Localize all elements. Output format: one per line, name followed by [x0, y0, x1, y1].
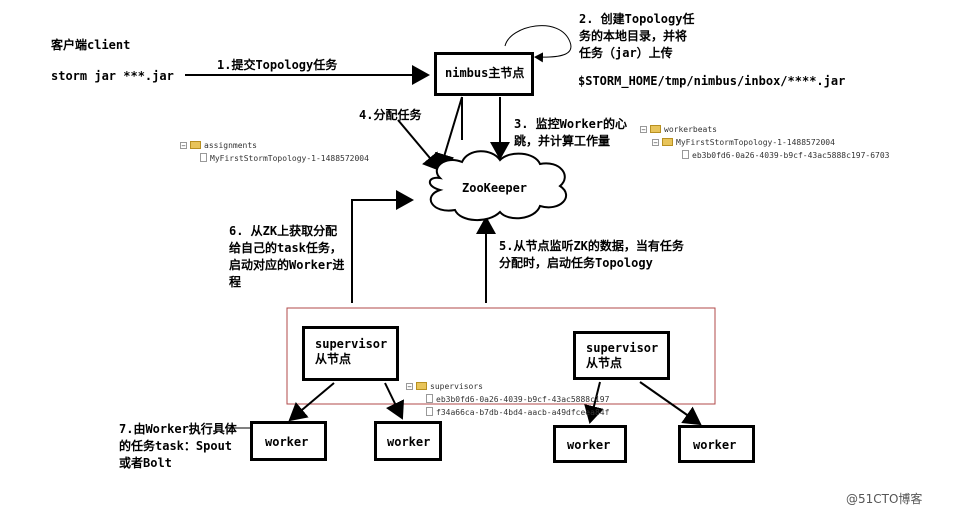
step-6-line: 给自己的task任务，	[229, 241, 342, 255]
arrow-fetch-assignment	[351, 190, 414, 303]
tree-root-label[interactable]: assignments	[204, 141, 257, 150]
folder-icon	[662, 138, 673, 146]
supervisor-cluster	[286, 307, 716, 405]
assignments-tree: − assignments MyFirstStormTopology-1-1488…	[180, 139, 369, 165]
supervisor-label: supervisor	[586, 341, 659, 355]
step-2-line: 2. 创建Topology任	[579, 12, 695, 26]
step-6-line: 程	[229, 275, 242, 289]
nimbus-node: nimbus主节点	[434, 52, 534, 96]
step-6-line: 6. 从ZK上获取分配	[229, 224, 338, 238]
worker-label: worker	[567, 438, 611, 452]
step-2-line: 任务（jar）上传	[579, 46, 673, 60]
step-2-line: 务的本地目录，并将	[579, 29, 688, 43]
supervisor-node-right: supervisor 从节点	[573, 331, 670, 380]
tree-root-label[interactable]: supervisors	[430, 382, 483, 391]
worker-label: worker	[693, 438, 737, 452]
arrow-to-worker-3	[584, 381, 604, 424]
tree-root-label[interactable]: workerbeats	[664, 125, 717, 134]
workerbeats-tree: −workerbeats −MyFirstStormTopology-1-148…	[640, 123, 889, 162]
step-1-label: 1.提交Topology任务	[217, 58, 338, 72]
file-icon	[200, 153, 207, 162]
tree-item[interactable]: f34a66ca-b7db-4bd4-aacb-a49dfceea84f	[436, 408, 610, 417]
step-7-line: 的任务task：Spout	[119, 439, 233, 453]
worker-label: worker	[387, 435, 431, 449]
zookeeper-cloud	[428, 150, 568, 221]
arrow-assign-task-diag	[435, 96, 463, 172]
step-6-line: 启动对应的Worker进	[229, 258, 345, 272]
step-3-line: 跳，并计算工作量	[514, 134, 611, 148]
arrow-to-worker-2	[384, 382, 405, 420]
supervisors-tree: − supervisors eb3b0fd6-0a26-4039-b9cf-43a…	[406, 380, 609, 419]
tree-item[interactable]: MyFirstStormTopology-1-1488572004	[676, 138, 835, 147]
worker-label: worker	[265, 435, 309, 449]
file-icon	[682, 150, 689, 159]
step-4-label: 4.分配任务	[359, 108, 422, 122]
arrow-create-dir	[504, 25, 572, 63]
supervisor-sublabel: 从节点	[315, 352, 352, 366]
step-2-path: $STORM_HOME/tmp/nimbus/inbox/****.jar	[578, 74, 846, 88]
tree-item[interactable]: eb3b0fd6-0a26-4039-b9cf-43ac5888c197-670…	[692, 151, 890, 160]
collapse-icon[interactable]: −	[652, 139, 659, 147]
arrow-to-worker-4	[639, 381, 702, 426]
watermark: @51CTO博客	[846, 492, 923, 506]
folder-icon	[190, 141, 201, 149]
collapse-icon[interactable]: −	[180, 142, 187, 150]
arrow-assign-task-head	[397, 119, 442, 172]
step-7-line: 或者Bolt	[119, 456, 172, 470]
supervisor-node-left: supervisor 从节点	[302, 326, 399, 381]
supervisor-label: supervisor	[315, 337, 388, 351]
nimbus-label: nimbus主节点	[445, 66, 525, 80]
file-icon	[426, 407, 433, 416]
tree-item[interactable]: eb3b0fd6-0a26-4039-b9cf-43ac5888c197	[436, 395, 610, 404]
zookeeper-label: ZooKeeper	[462, 181, 528, 195]
collapse-icon[interactable]: −	[406, 383, 413, 391]
collapse-icon[interactable]: −	[640, 126, 647, 134]
file-icon	[426, 394, 433, 403]
step-3-line: 3. 监控Worker的心	[514, 117, 628, 131]
arrow-to-worker-1	[288, 382, 335, 422]
tree-item[interactable]: MyFirstStormTopology-1-1488572004	[210, 154, 369, 163]
supervisor-sublabel: 从节点	[586, 356, 623, 370]
step-5-line: 分配时，启动任务Topology	[499, 256, 653, 270]
folder-icon	[416, 382, 427, 390]
client-title: 客户端client	[51, 38, 131, 52]
worker-node: worker	[678, 425, 755, 463]
step-7-line: 7.由Worker执行具体	[119, 422, 237, 436]
client-command: storm jar ***.jar	[51, 69, 174, 83]
worker-node: worker	[250, 421, 327, 461]
worker-node: worker	[374, 421, 442, 461]
folder-icon	[650, 125, 661, 133]
worker-node: worker	[553, 425, 627, 463]
step-5-line: 5.从节点监听ZK的数据，当有任务	[499, 239, 684, 253]
